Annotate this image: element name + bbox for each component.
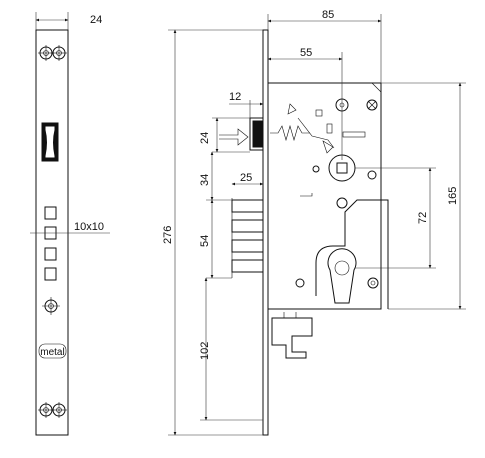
dimension-total-height: 276 [162, 29, 263, 436]
dimension-label: 34 [199, 174, 211, 186]
lock-body-side-view [219, 29, 389, 436]
screw-icon [51, 402, 67, 418]
dimension-deadbolt-height: 54 [199, 199, 232, 279]
latch-bolt [249, 117, 264, 151]
screw-icon [366, 99, 378, 111]
dimension-label: 12 [229, 91, 241, 103]
dimension-label: 102 [199, 342, 211, 360]
dimension-latch-height: 24 [199, 117, 250, 153]
dimension-label: 276 [162, 226, 174, 244]
deadbolt-slot [44, 206, 57, 220]
dimension-latch-projection: 12 [229, 91, 264, 118]
screw-icon [51, 45, 67, 61]
dimension-spindle: 10x10 [30, 221, 110, 234]
deadbolt-bars [231, 198, 264, 278]
dimension-label: 25 [240, 172, 252, 184]
dimension-label: 24 [90, 14, 102, 26]
dimension-label: 10x10 [74, 221, 104, 233]
dimension-label: 24 [199, 132, 211, 144]
faceplate: metal [35, 29, 69, 436]
dimension-faceplate-width: 24 [35, 12, 102, 30]
bottom-lug [271, 312, 313, 359]
dimension-label: 54 [199, 235, 211, 247]
dimension-label: 165 [447, 187, 459, 205]
metal-logo [38, 343, 67, 359]
dimension-label: 85 [322, 9, 334, 21]
dimension-case-height: 165 [381, 82, 466, 310]
deadbolt-slot [44, 267, 57, 281]
dimension-lower-distance: 102 [199, 277, 263, 421]
dimension-case-width: 85 [267, 9, 382, 83]
dimension-center-distance: 72 [355, 167, 436, 269]
cylinder-cutout [327, 248, 357, 304]
logo-text: metal [40, 347, 64, 358]
dimension-label: 55 [300, 47, 312, 59]
dimension-deadbolt-projection: 25 [231, 172, 264, 186]
dimension-label: 72 [417, 212, 429, 224]
deadbolt-slot [44, 247, 57, 261]
screw-icon [42, 297, 60, 315]
dimension-deadbolt-offset: 34 [199, 151, 214, 201]
dimension-backset: 55 [267, 47, 343, 160]
